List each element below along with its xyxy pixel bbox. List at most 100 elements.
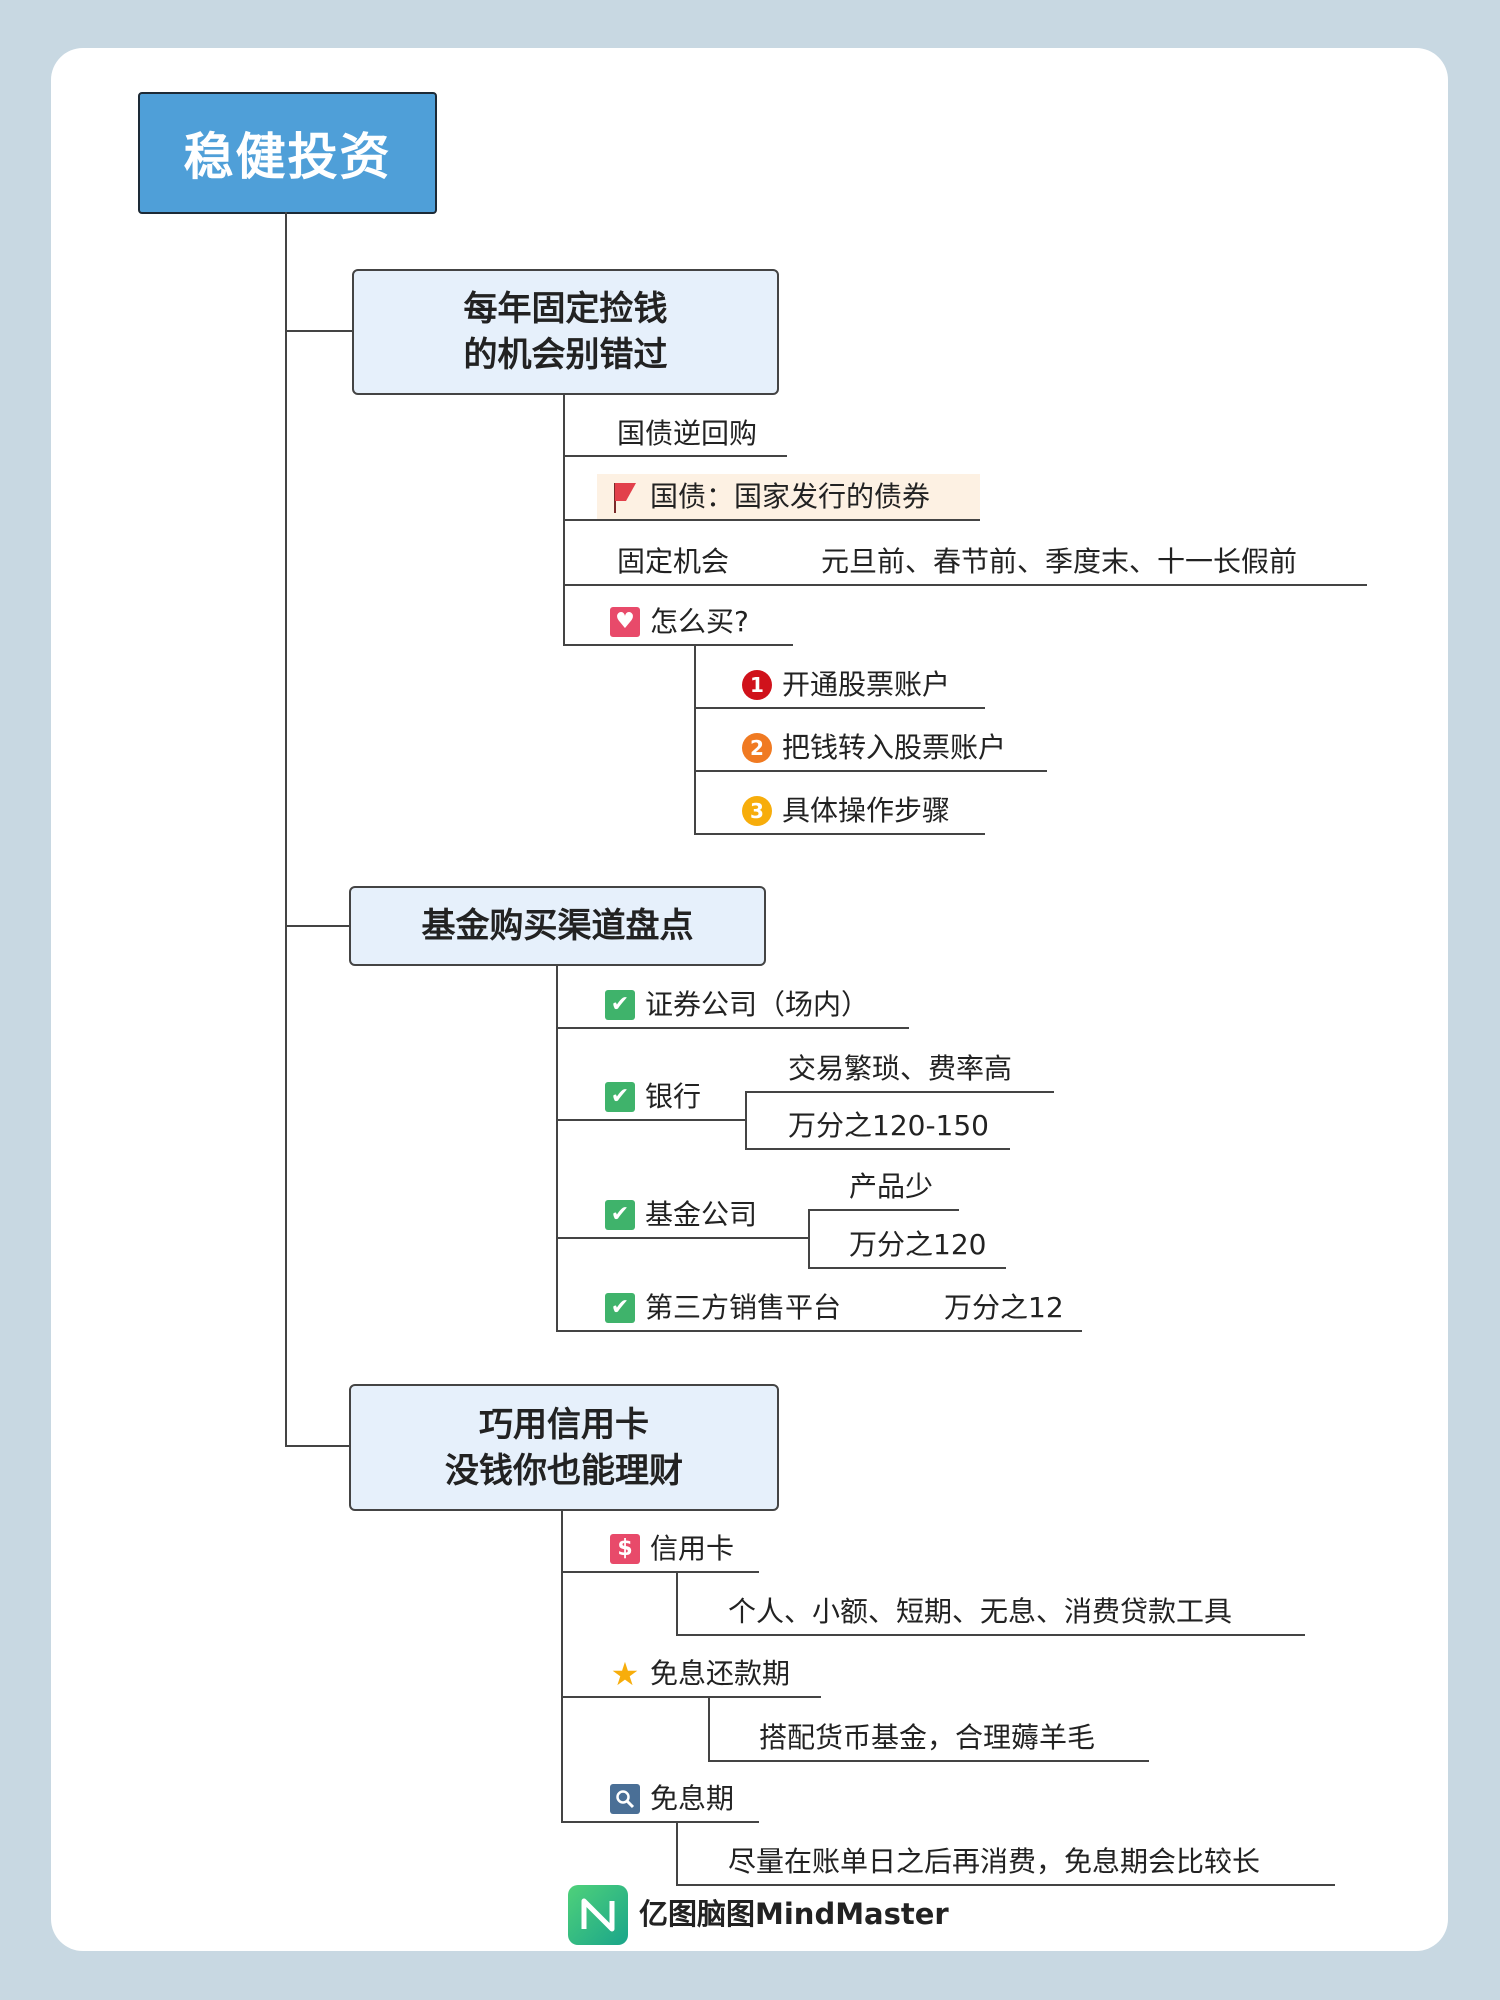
topic-underline xyxy=(561,1571,759,1573)
branch-title-line: 没钱你也能理财 xyxy=(445,1450,683,1491)
topic-underline xyxy=(694,770,1047,772)
topic-label: 免息还款期 xyxy=(650,1657,791,1690)
step-1[interactable]: 1 开通股票账户 xyxy=(742,665,950,705)
mindmaster-logo-icon xyxy=(568,1885,628,1945)
topic-underline xyxy=(808,1267,1006,1269)
topic-underline xyxy=(563,644,793,646)
topic-interest-free-repayment[interactable]: ★ 免息还款期 xyxy=(610,1654,790,1694)
step-3[interactable]: 3 具体操作步骤 xyxy=(742,791,950,831)
topic-underline xyxy=(556,1237,809,1239)
topic-underline xyxy=(694,707,985,709)
topic-how-to-buy[interactable]: ♥ 怎么买? xyxy=(610,602,749,642)
topic-underline xyxy=(556,1330,1082,1332)
topic-reverse-repo[interactable]: 国债逆回购 xyxy=(617,414,757,454)
subtopic[interactable]: 产品少 xyxy=(849,1167,933,1207)
root-node[interactable]: 稳健投资 xyxy=(138,92,437,214)
topic-underline xyxy=(694,833,985,835)
root-title: 稳健投资 xyxy=(183,128,392,186)
topic-fund-company[interactable]: ✔ 基金公司 xyxy=(605,1195,757,1235)
checkbox-icon: ✔ xyxy=(605,990,635,1020)
topic-third-party-platform[interactable]: ✔ 第三方销售平台 xyxy=(605,1288,841,1328)
topic-label: 基金公司 xyxy=(645,1198,758,1231)
connector xyxy=(285,925,350,927)
connector xyxy=(285,330,353,332)
number-1-icon: 1 xyxy=(742,670,772,700)
heart-icon: ♥ xyxy=(610,607,640,637)
topic-label: 尽量在账单日之后再消费，免息期会比较长 xyxy=(728,1845,1261,1878)
flag-icon xyxy=(610,482,640,513)
topic-underline xyxy=(745,1148,1010,1150)
topic-credit-card[interactable]: $ 信用卡 xyxy=(610,1529,734,1569)
topic-label: 免息期 xyxy=(650,1782,735,1815)
checkbox-icon: ✔ xyxy=(605,1082,635,1112)
search-icon xyxy=(610,1784,640,1814)
topic-underline xyxy=(561,1821,759,1823)
topic-underline xyxy=(556,1119,746,1121)
topic-label: 产品少 xyxy=(849,1170,934,1203)
topic-interest-free-period[interactable]: 免息期 xyxy=(610,1779,734,1819)
topic-underline xyxy=(563,455,787,457)
topic-label: 万分之12 xyxy=(944,1291,1064,1324)
topic-label: 银行 xyxy=(645,1080,702,1113)
branch-title-line: 巧用信用卡 xyxy=(479,1404,649,1445)
subtopic[interactable]: 万分之120 xyxy=(849,1225,986,1265)
topic-label: 交易繁琐、费率高 xyxy=(788,1052,1013,1085)
dollar-icon: $ xyxy=(610,1534,640,1564)
highlight-background xyxy=(597,474,980,519)
connector xyxy=(676,1571,678,1635)
topic-label: 国债逆回购 xyxy=(617,417,758,450)
topic-label: 个人、小额、短期、无息、消费贷款工具 xyxy=(728,1595,1233,1628)
topic-detail[interactable]: 万分之12 xyxy=(944,1288,1064,1328)
branch-node-fixed-opportunities[interactable]: 每年固定捡钱 的机会别错过 xyxy=(352,269,779,395)
topic-label: 怎么买? xyxy=(650,605,749,638)
topic-securities-company[interactable]: ✔ 证券公司（场内） xyxy=(605,985,869,1025)
number-2-icon: 2 xyxy=(742,733,772,763)
checkbox-icon: ✔ xyxy=(605,1200,635,1230)
topic-label: 信用卡 xyxy=(650,1532,735,1565)
topic-underline xyxy=(808,1209,959,1211)
subtopic[interactable]: 交易繁琐、费率高 xyxy=(788,1049,1012,1089)
star-icon: ★ xyxy=(610,1655,640,1693)
topic-label: 元旦前、春节前、季度末、十一长假前 xyxy=(821,545,1298,578)
branch-title-line: 基金购买渠道盘点 xyxy=(421,906,694,946)
topic-label: 具体操作步骤 xyxy=(782,794,951,827)
step-2[interactable]: 2 把钱转入股票账户 xyxy=(742,728,1006,768)
topic-underline xyxy=(708,1760,1149,1762)
topic-label: 开通股票账户 xyxy=(782,668,951,701)
connector xyxy=(676,1821,678,1885)
connector xyxy=(561,1509,563,1822)
branch-title-line: 的机会别错过 xyxy=(463,335,668,375)
number-3-icon: 3 xyxy=(742,796,772,826)
connector xyxy=(285,1445,350,1447)
checkbox-icon: ✔ xyxy=(605,1293,635,1323)
connector xyxy=(708,1696,710,1761)
subtopic[interactable]: 搭配货币基金，合理薅羊毛 xyxy=(759,1718,1095,1758)
topic-label: 万分之120 xyxy=(849,1228,987,1261)
subtopic[interactable]: 尽量在账单日之后再消费，免息期会比较长 xyxy=(728,1842,1260,1882)
topic-underline xyxy=(556,1027,909,1029)
topic-label: 把钱转入股票账户 xyxy=(782,731,1007,764)
topic-fixed-opportunity[interactable]: 固定机会 xyxy=(617,542,729,582)
topic-label: 国债：国家发行的债券 xyxy=(650,480,931,513)
subtopic[interactable]: 个人、小额、短期、无息、消费贷款工具 xyxy=(728,1592,1232,1632)
subtopic[interactable]: 万分之120-150 xyxy=(788,1106,989,1146)
topic-detail[interactable]: 元旦前、春节前、季度末、十一长假前 xyxy=(821,542,1297,582)
branch-node-credit-card[interactable]: 巧用信用卡 没钱你也能理财 xyxy=(349,1384,779,1511)
topic-label: 固定机会 xyxy=(617,545,730,578)
branch-title-line: 每年固定捡钱 xyxy=(463,289,668,329)
connector xyxy=(694,644,696,834)
branch-node-fund-channels[interactable]: 基金购买渠道盘点 xyxy=(349,886,766,966)
topic-underline xyxy=(563,584,1367,586)
topic-underline xyxy=(676,1634,1305,1636)
topic-label: 第三方销售平台 xyxy=(645,1291,842,1324)
topic-label: 证券公司（场内） xyxy=(645,988,870,1021)
connector xyxy=(808,1209,810,1268)
topic-treasury-bond[interactable]: 国债：国家发行的债券 xyxy=(610,477,930,517)
topic-bank[interactable]: ✔ 银行 xyxy=(605,1077,701,1117)
connector xyxy=(285,212,287,1447)
topic-underline xyxy=(676,1884,1335,1886)
topic-label: 万分之120-150 xyxy=(788,1109,989,1142)
connector xyxy=(556,964,558,1331)
topic-underline xyxy=(563,519,980,521)
topic-underline xyxy=(561,1696,821,1698)
